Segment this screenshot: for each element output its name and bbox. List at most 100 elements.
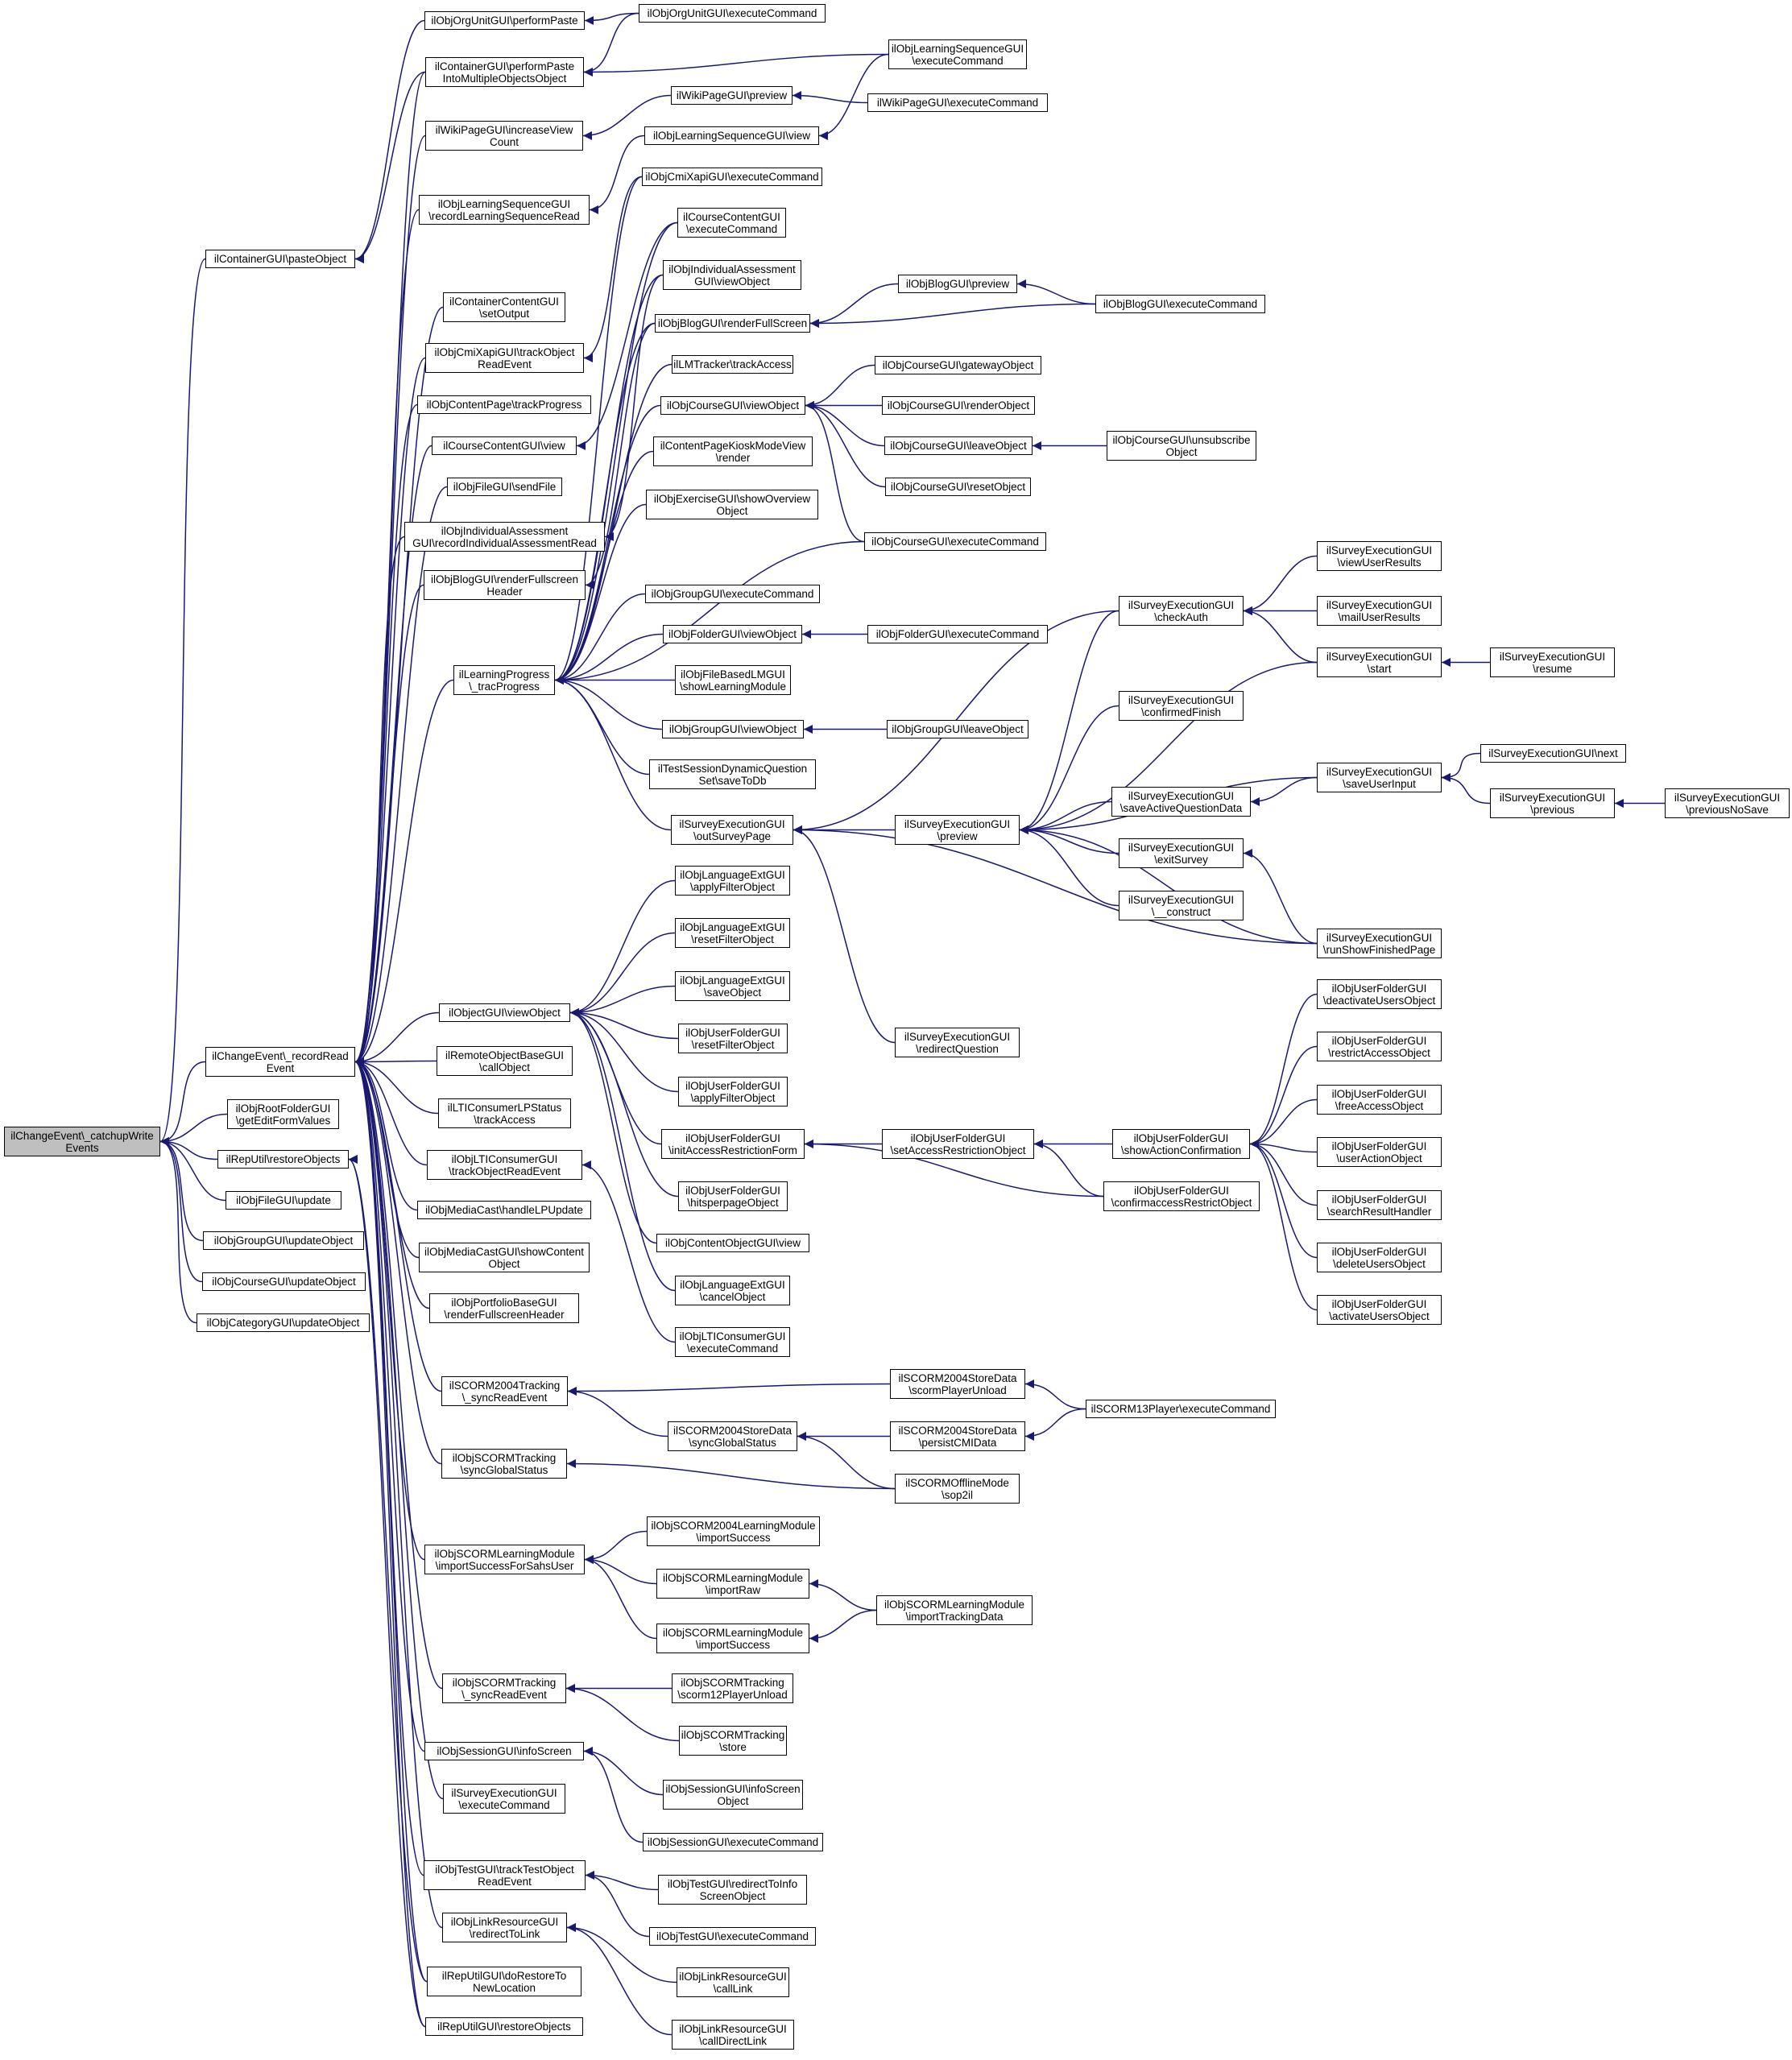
node-langResetFilter[interactable]: ilObjLanguageExtGUI\resetFilterObject <box>675 918 790 948</box>
node-surveyStart[interactable]: ilSurveyExecutionGUI\start <box>1317 647 1442 677</box>
node-scormTrackingStore[interactable]: ilObjSCORMTracking\store <box>679 1726 787 1756</box>
node-repUtilGuiRestore[interactable]: ilRepUtilGUI\restoreObjects <box>425 2017 583 2036</box>
node-groupExec[interactable]: ilObjGroupGUI\executeCommand <box>645 585 820 603</box>
node-lpTrac[interactable]: ilLearningProgress\_tracProgress <box>453 665 555 695</box>
node-folderView[interactable]: ilObjFolderGUI\viewObject <box>663 625 802 643</box>
node-courseRender[interactable]: ilObjCourseGUI\renderObject <box>882 396 1035 415</box>
node-blogPreview[interactable]: ilObjBlogGUI\preview <box>898 275 1017 293</box>
node-scorm2004Persist[interactable]: ilSCORM2004StoreData\persistCMIData <box>890 1421 1025 1451</box>
node-lsView[interactable]: ilObjLearningSequenceGUI\view <box>644 126 819 145</box>
node-ufShowAction[interactable]: ilObjUserFolderGUI\showActionConfirmatio… <box>1112 1129 1250 1159</box>
node-ufDeactivate[interactable]: ilObjUserFolderGUI\deactivateUsersObject <box>1317 979 1442 1009</box>
node-courseContentView[interactable]: ilCourseContentGUI\view <box>432 436 577 455</box>
node-scormLMImportSuccess2[interactable]: ilObjSCORMLearningModule\importSuccess <box>656 1624 809 1653</box>
node-lsRecordRead[interactable]: ilObjLearningSequenceGUI\recordLearningS… <box>419 195 590 225</box>
node-surveyConfirmedFinish[interactable]: ilSurveyExecutionGUI\confirmedFinish <box>1119 691 1244 721</box>
node-wikiExec[interactable]: ilWikiPageGUI\executeCommand <box>867 93 1048 112</box>
node-ufFree[interactable]: ilObjUserFolderGUI\freeAccessObject <box>1317 1085 1442 1115</box>
node-groupView[interactable]: ilObjGroupGUI\viewObject <box>662 720 804 738</box>
node-surveyPrevious[interactable]: ilSurveyExecutionGUI\previous <box>1490 788 1615 818</box>
node-contentObjectView[interactable]: ilObjContentObjectGUI\view <box>656 1234 809 1252</box>
node-groupUpdate[interactable]: ilObjGroupGUI\updateObject <box>203 1231 364 1250</box>
node-surveyRunShowFinished[interactable]: ilSurveyExecutionGUI\runShowFinishedPage <box>1317 929 1442 958</box>
node-courseReset[interactable]: ilObjCourseGUI\resetObject <box>885 478 1031 496</box>
node-ufRestrict[interactable]: ilObjUserFolderGUI\restrictAccessObject <box>1317 1032 1442 1061</box>
node-lsExec[interactable]: ilObjLearningSequenceGUI\executeCommand <box>888 39 1027 69</box>
node-linkRedirect[interactable]: ilObjLinkResourceGUI\redirectToLink <box>442 1913 567 1942</box>
node-ltiLPStatus[interactable]: ilLTIConsumerLPStatus\trackAccess <box>438 1098 571 1128</box>
node-orgUnitPaste[interactable]: ilObjOrgUnitGUI\performPaste <box>424 11 585 30</box>
node-surveySaveUserInput[interactable]: ilSurveyExecutionGUI\saveUserInput <box>1317 763 1442 792</box>
node-surveyViewResults[interactable]: ilSurveyExecutionGUI\viewUserResults <box>1317 541 1442 571</box>
node-ufDelete[interactable]: ilObjUserFolderGUI\deleteUsersObject <box>1317 1243 1442 1272</box>
node-containerContentSetOutput[interactable]: ilContainerContentGUI\setOutput <box>443 292 565 322</box>
node-scorm2004StoreSync[interactable]: ilSCORM2004StoreData\syncGlobalStatus <box>668 1421 797 1451</box>
node-blogRenderFull[interactable]: ilObjBlogGUI\renderFullScreen <box>655 314 810 333</box>
node-folderExec[interactable]: ilObjFolderGUI\executeCommand <box>867 625 1048 643</box>
node-lmTracker[interactable]: ilLMTracker\trackAccess <box>672 355 793 374</box>
node-surveyExit[interactable]: ilSurveyExecutionGUI\exitSurvey <box>1119 838 1244 868</box>
node-ufSearchResult[interactable]: ilObjUserFolderGUI\searchResultHandler <box>1317 1190 1442 1220</box>
node-surveyCheckAuth[interactable]: ilSurveyExecutionGUI\checkAuth <box>1119 596 1244 626</box>
node-contentPageKiosk[interactable]: ilContentPageKioskModeView\render <box>653 436 813 466</box>
node-scorm13Exec[interactable]: ilSCORM13Player\executeCommand <box>1086 1400 1276 1418</box>
node-portfolioHeader[interactable]: ilObjPortfolioBaseGUI\renderFullscreenHe… <box>429 1293 579 1323</box>
node-categoryUpdate[interactable]: ilObjCategoryGUI\updateObject <box>197 1313 370 1332</box>
node-wikiPreview[interactable]: ilWikiPageGUI\preview <box>671 86 793 105</box>
node-ufConfirmAccess[interactable]: ilObjUserFolderGUI\confirmaccessRestrict… <box>1103 1181 1260 1211</box>
node-fileBasedLM[interactable]: ilObjFileBasedLMGUI\showLearningModule <box>675 665 791 695</box>
node-scormTrackingSync[interactable]: ilObjSCORMTracking\_syncReadEvent <box>442 1673 566 1703</box>
node-sessionInfo[interactable]: ilObjSessionGUI\infoScreen <box>424 1742 584 1760</box>
node-sessionExec[interactable]: ilObjSessionGUI\executeCommand <box>643 1833 823 1851</box>
node-scormLMImportSuccess[interactable]: ilObjSCORMLearningModule\importSuccessFo… <box>424 1545 585 1574</box>
node-orgUnitExec[interactable]: ilObjOrgUnitGUI\executeCommand <box>639 4 826 23</box>
node-scormLMImportTracking[interactable]: ilObjSCORMLearningModule\importTrackingD… <box>876 1595 1033 1625</box>
node-surveyExecCmd[interactable]: ilSurveyExecutionGUI\executeCommand <box>443 1784 565 1814</box>
node-surveyConstruct[interactable]: ilSurveyExecutionGUI\__construct <box>1119 891 1244 920</box>
node-scormLMImportRaw[interactable]: ilObjSCORMLearningModule\importRaw <box>656 1569 809 1599</box>
node-scormOffline[interactable]: ilSCORMOfflineMode\sop2il <box>895 1474 1020 1504</box>
node-rootFolderGetEdit[interactable]: ilObjRootFolderGUI\getEditFormValues <box>227 1099 339 1129</box>
node-langSave[interactable]: ilObjLanguageExtGUI\saveObject <box>675 971 790 1001</box>
node-ufInitAccess[interactable]: ilObjUserFolderGUI\initAccessRestriction… <box>661 1129 805 1159</box>
node-surveyNext[interactable]: ilSurveyExecutionGUI\next <box>1480 744 1626 763</box>
node-groupLeave[interactable]: ilObjGroupGUI\leaveObject <box>887 720 1028 738</box>
node-ltiExec[interactable]: ilObjLTIConsumerGUI\executeCommand <box>675 1327 790 1357</box>
node-ltiTrackRead[interactable]: ilObjLTIConsumerGUI\trackObjectReadEvent <box>427 1150 582 1180</box>
node-courseUpdate[interactable]: ilObjCourseGUI\updateObject <box>202 1272 366 1291</box>
node-langApplyFilter[interactable]: ilObjLanguageExtGUI\applyFilterObject <box>675 866 790 896</box>
node-ufHitsPerPage[interactable]: ilObjUserFolderGUI\hitsperpageObject <box>678 1181 788 1211</box>
node-courseExec[interactable]: ilObjCourseGUI\executeCommand <box>864 532 1046 551</box>
node-scorm12Unload[interactable]: ilObjSCORMTracking\scorm12PlayerUnload <box>672 1673 793 1703</box>
node-linkCall[interactable]: ilObjLinkResourceGUI\callLink <box>677 1967 789 1997</box>
node-scorm2004Sync[interactable]: ilSCORM2004Tracking\_syncReadEvent <box>441 1376 568 1406</box>
node-scormSyncGlobal[interactable]: ilObjSCORMTracking\syncGlobalStatus <box>441 1449 567 1479</box>
node-remoteCall[interactable]: ilRemoteObjectBaseGUI\callObject <box>437 1046 573 1076</box>
node-objectView[interactable]: ilObjectGUI\viewObject <box>439 1003 570 1022</box>
node-testExec[interactable]: ilObjTestGUI\executeCommand <box>649 1927 816 1946</box>
node-surveyPreview[interactable]: ilSurveyExecutionGUI\preview <box>895 815 1020 845</box>
node-linkCallDirect[interactable]: ilObjLinkResourceGUI\callDirectLink <box>672 2020 794 2050</box>
node-surveyRedirectQ[interactable]: ilSurveyExecutionGUI\redirectQuestion <box>895 1028 1020 1057</box>
node-mediaCastLP[interactable]: ilObjMediaCast\handleLPUpdate <box>417 1201 591 1219</box>
node-fileUpdate[interactable]: ilObjFileGUI\update <box>226 1191 341 1210</box>
node-ufActivate[interactable]: ilObjUserFolderGUI\activateUsersObject <box>1317 1295 1442 1325</box>
node-surveyOutPage[interactable]: ilSurveyExecutionGUI\outSurveyPage <box>671 815 793 845</box>
node-cmiExec[interactable]: ilObjCmiXapiGUI\executeCommand <box>642 168 822 186</box>
node-containerPaste[interactable]: ilContainerGUI\pasteObject <box>205 250 355 268</box>
